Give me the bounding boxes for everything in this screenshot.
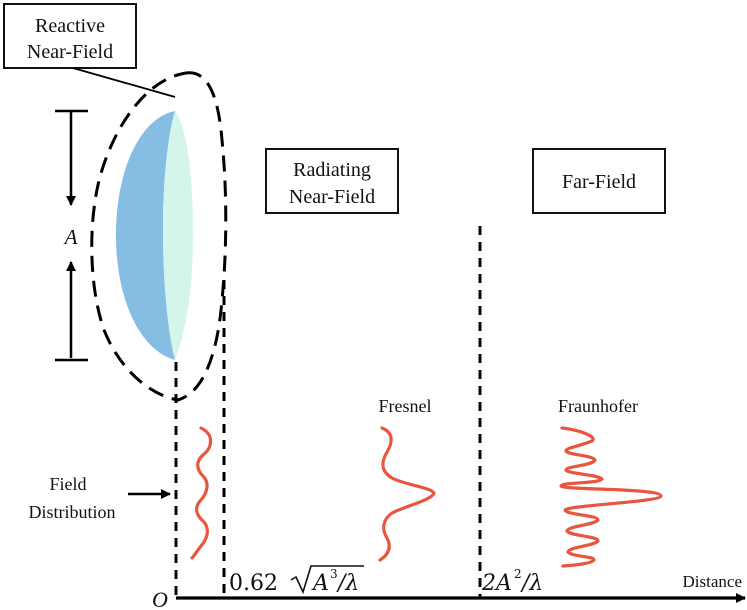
field-distribution-line1: Field xyxy=(49,474,86,494)
fraunhofer-wave xyxy=(559,426,663,568)
formula1-exponent: 3 xyxy=(330,567,338,581)
aperture-dimension: A xyxy=(55,109,88,362)
formula1-suffix: /λ xyxy=(336,571,359,596)
far-field-label: Far-Field xyxy=(562,171,636,193)
reactive-near-field-box: Reactive Near-Field xyxy=(3,3,137,69)
lens-back xyxy=(116,111,175,360)
formula2-exponent: 2 xyxy=(514,567,522,581)
formula1-radicand: A xyxy=(311,571,329,596)
reactive-field-wave xyxy=(190,426,213,560)
lens-front xyxy=(162,111,193,360)
far-field-boundary-formula: 2A 2 /λ xyxy=(481,567,543,596)
sqrt-sign xyxy=(290,565,364,595)
fraunhofer-label: Fraunhofer xyxy=(558,396,638,416)
radiating-label-line2: Near-Field xyxy=(289,186,375,208)
far-field-box: Far-Field xyxy=(532,148,666,214)
formula1-prefix: 0.62 xyxy=(229,571,278,596)
formula2-prefix: 2A xyxy=(481,571,512,596)
fresnel-label: Fresnel xyxy=(379,396,432,416)
aperture-lens xyxy=(116,111,193,360)
distance-axis-label: Distance xyxy=(683,572,742,591)
reactive-label-line1: Reactive xyxy=(35,15,105,37)
radiating-near-field-box: Radiating Near-Field xyxy=(265,148,399,214)
field-distribution-line2: Distribution xyxy=(28,502,115,522)
reactive-boundary-formula: 0.62 A 3 /λ xyxy=(229,565,364,596)
fresnel-wave xyxy=(378,426,436,562)
reactive-region-boundary xyxy=(90,71,228,402)
origin-label: O xyxy=(152,587,168,610)
aperture-symbol: A xyxy=(63,225,78,249)
reactive-label-line2: Near-Field xyxy=(27,41,113,63)
radiating-label-line1: Radiating xyxy=(293,159,371,181)
reactive-leader-line xyxy=(72,67,176,98)
formula2-suffix: /λ xyxy=(520,571,543,596)
